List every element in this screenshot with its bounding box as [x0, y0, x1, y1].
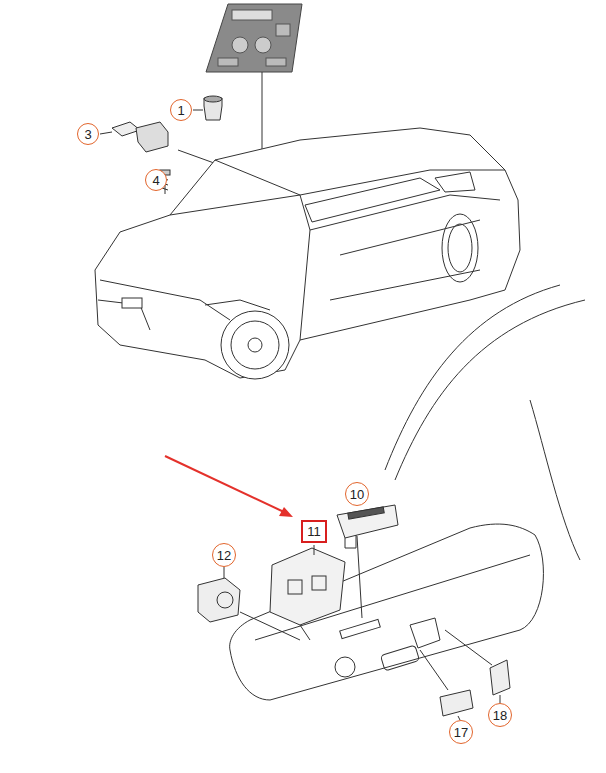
callout-number: 18 — [493, 709, 507, 722]
callout-circle: 3 — [77, 123, 99, 145]
callout-circle: 12 — [212, 543, 236, 567]
callout-number: 4 — [152, 174, 159, 187]
callout-circle: 10 — [345, 482, 369, 506]
callout-number: 10 — [350, 488, 364, 501]
callout-circle: 18 — [488, 703, 512, 727]
highlighted-callout: 11 — [301, 520, 327, 543]
callout-circle: 4 — [145, 169, 167, 191]
callout-number: 11 — [307, 525, 321, 538]
callout-circle: 17 — [449, 720, 473, 744]
callout-number: 1 — [177, 104, 184, 117]
callout-number: 17 — [454, 726, 468, 739]
callout-number: 3 — [84, 128, 91, 141]
callout-number: 12 — [217, 549, 231, 562]
callout-circle: 1 — [170, 99, 192, 121]
